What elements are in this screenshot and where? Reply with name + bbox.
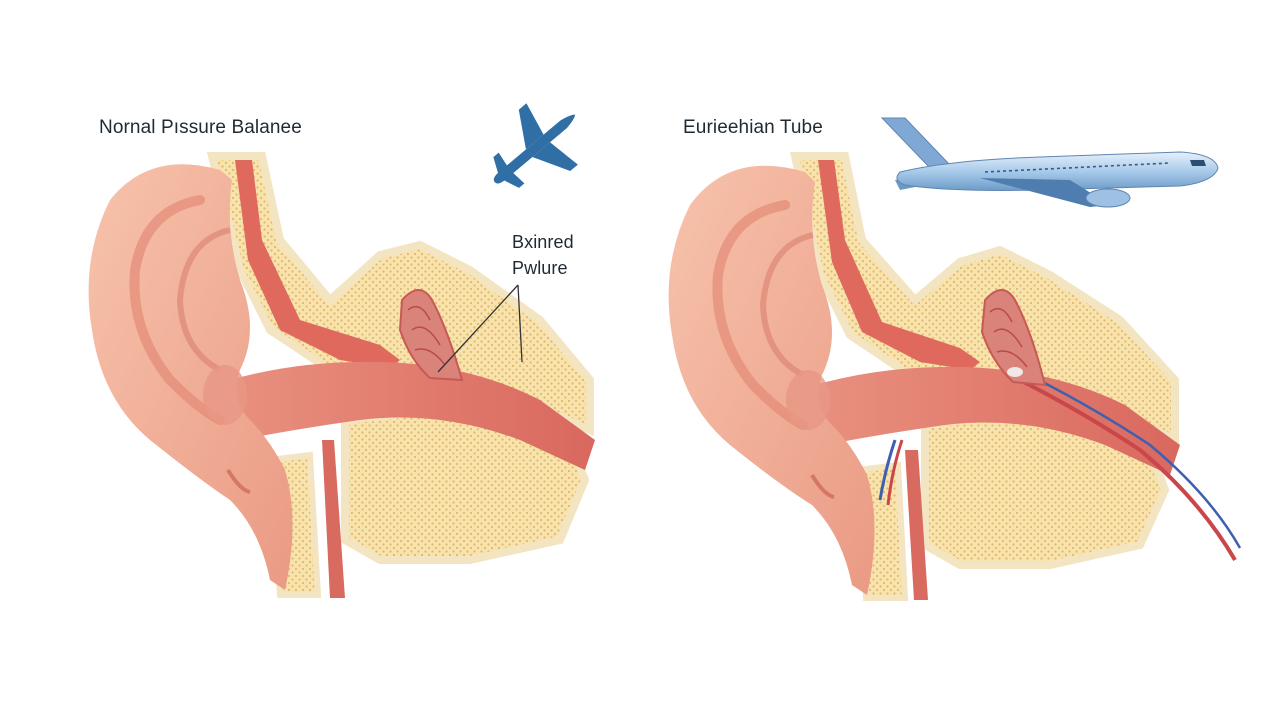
left-panel-title: Nornal Pıssure Balanee [99, 117, 302, 138]
airplane-jet-illustration [880, 117, 1219, 208]
ear-canal [230, 361, 595, 470]
vertical-vessel [322, 440, 345, 598]
tympanic-membrane [398, 289, 464, 382]
tympanic-membrane-right [980, 289, 1047, 387]
callout-line-2: Pwlure [512, 258, 568, 278]
airplane-silhouette-icon [493, 103, 578, 188]
upper-red-channel-right [818, 160, 980, 370]
eustachian-tube-red [1009, 373, 1237, 562]
upper-red-channel [235, 160, 400, 368]
upper-bone-right [790, 152, 1179, 447]
ear-canal-right [815, 366, 1180, 475]
callout-label: Bxinred Pwlure [512, 229, 574, 281]
upper-bone [206, 152, 594, 437]
callout-pointer [437, 284, 523, 373]
right-panel-title: Eurieehian Tube [683, 117, 823, 138]
callout-line-1: Bxinred [512, 232, 574, 252]
vertical-vessel-right [905, 450, 928, 600]
right-ear-cross-section [668, 152, 1242, 601]
left-ear-cross-section [88, 152, 595, 598]
eustachian-tube-blue [1014, 366, 1242, 549]
